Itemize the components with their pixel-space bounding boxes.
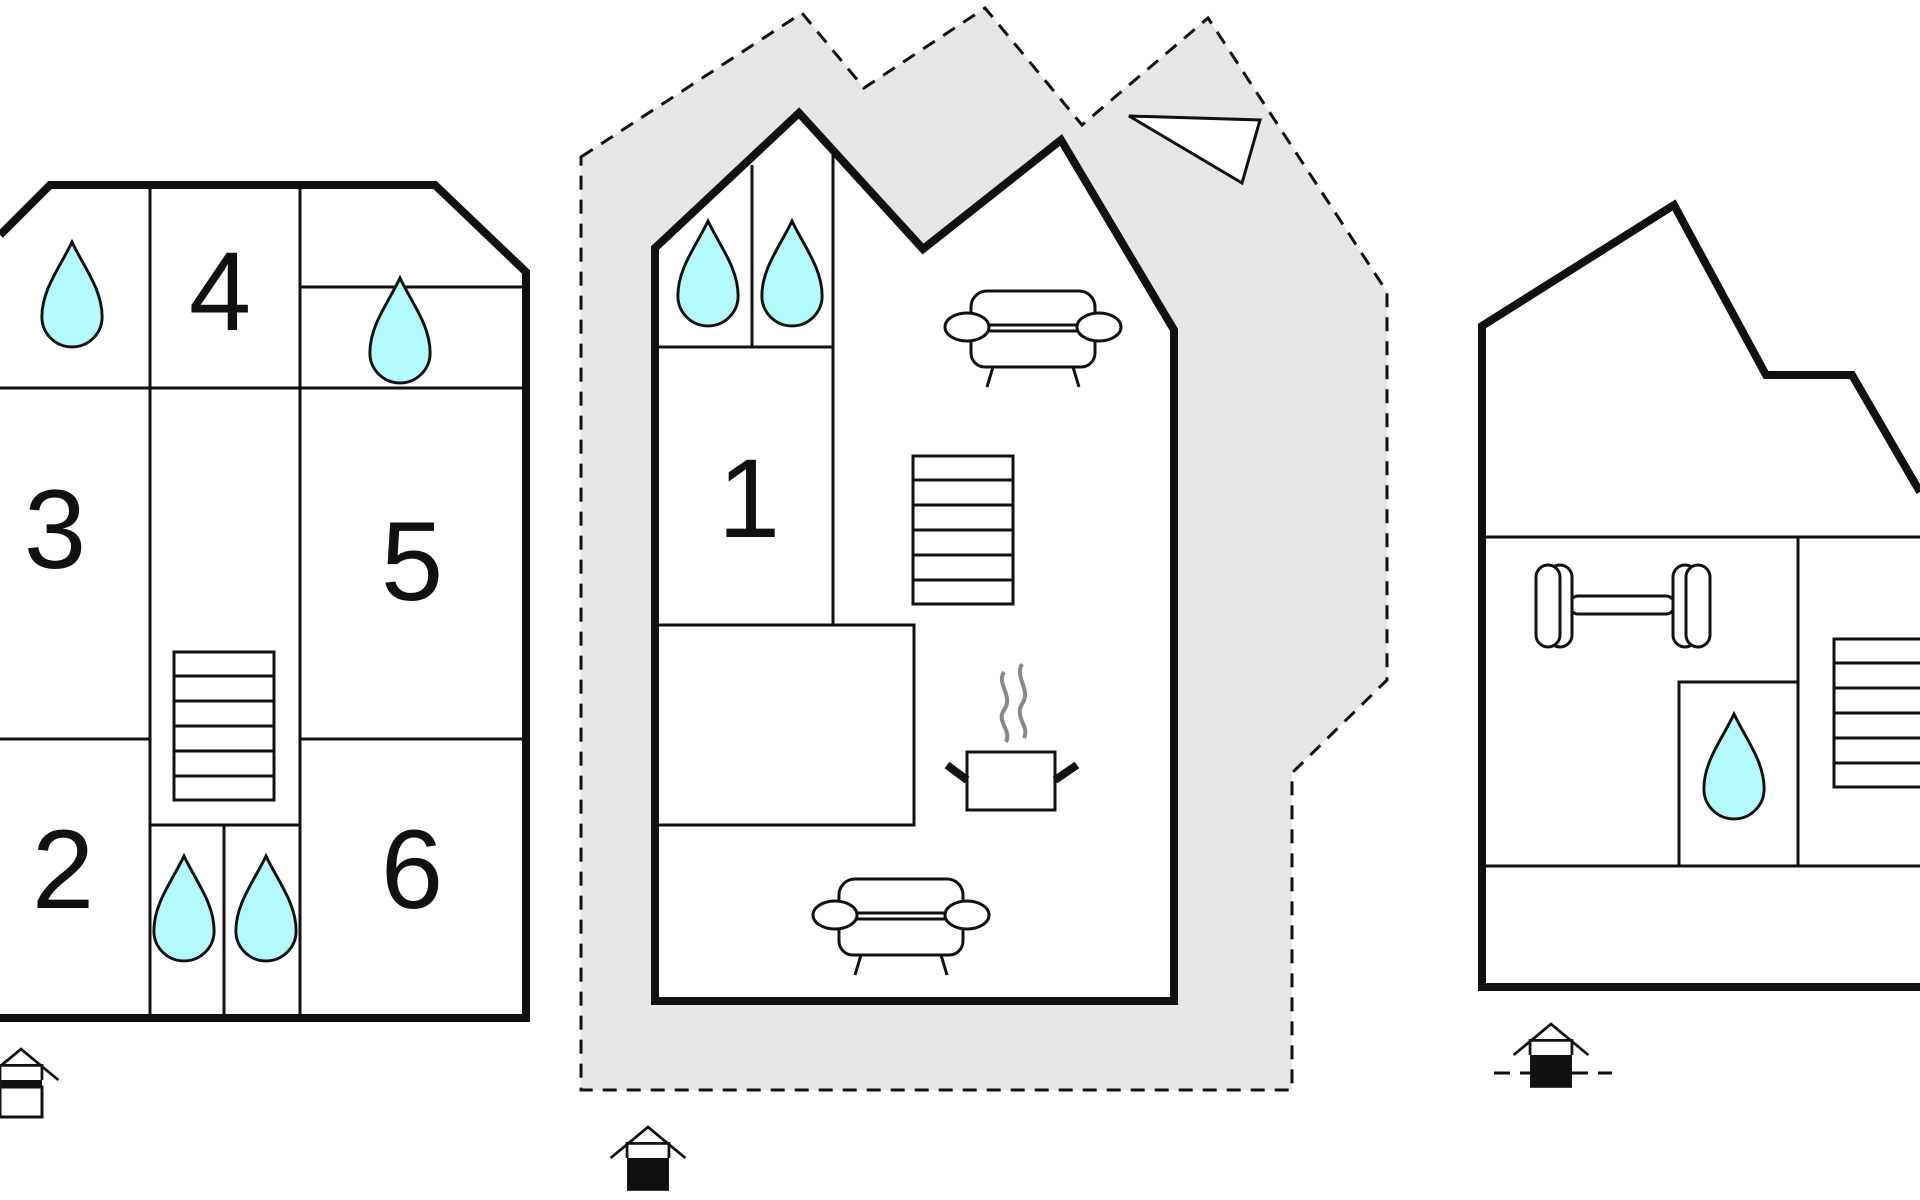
middle-building: 1 bbox=[579, 6, 1389, 1193]
water-drop-icon bbox=[1702, 712, 1766, 821]
water-drop-icon bbox=[234, 854, 298, 963]
staircase-icon bbox=[911, 454, 1015, 606]
entrance-icon bbox=[609, 1125, 687, 1193]
water-drop-icon bbox=[40, 240, 104, 349]
left-building: 4 3 5 2 6 bbox=[0, 181, 530, 1119]
room-number-1: 1 bbox=[718, 436, 780, 561]
room-number-5: 5 bbox=[381, 499, 443, 624]
terrace-marker-icon bbox=[1128, 114, 1262, 186]
cooking-pot-icon bbox=[944, 663, 1080, 812]
room-number-6: 6 bbox=[381, 807, 443, 932]
room-number-3: 3 bbox=[24, 467, 86, 592]
entrance-icon bbox=[1494, 1022, 1612, 1090]
dumbbell-icon bbox=[1534, 563, 1712, 649]
staircase-icon bbox=[1832, 637, 1920, 789]
right-building bbox=[1478, 199, 1920, 1090]
room-number-2: 2 bbox=[32, 807, 94, 932]
water-drop-icon bbox=[368, 276, 432, 385]
water-drop-icon bbox=[152, 854, 216, 963]
staircase-icon bbox=[172, 650, 276, 802]
room-number-4: 4 bbox=[189, 229, 251, 354]
